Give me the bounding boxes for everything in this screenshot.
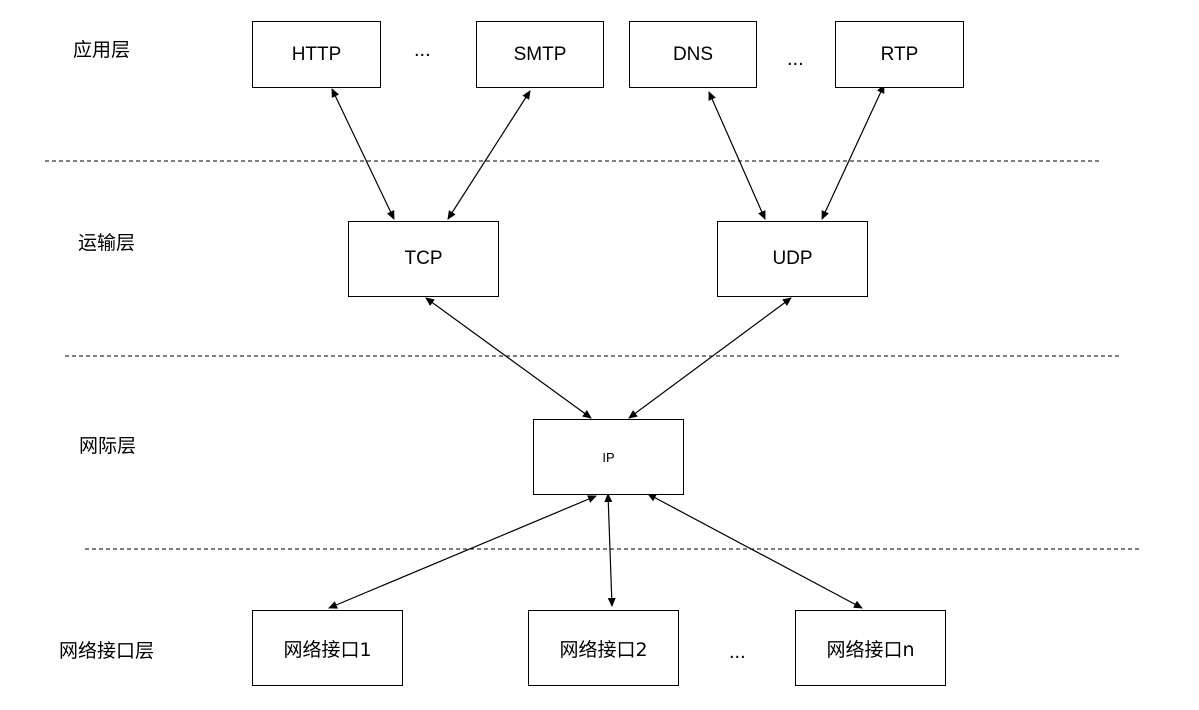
node-rtp: RTP	[835, 21, 964, 88]
node-udp: UDP	[717, 221, 868, 297]
node-smtp: SMTP	[476, 21, 604, 88]
arrow-http-tcp	[331, 88, 395, 220]
arrow-ip-if2	[604, 493, 616, 607]
layer-label-network-interface: 网络接口层	[59, 640, 155, 662]
arrow-ip-if1	[328, 495, 597, 609]
layer-label-internet: 网际层	[79, 435, 137, 457]
node-network-interface-1: 网络接口1	[252, 610, 403, 686]
ellipsis-application-1: ...	[414, 39, 431, 61]
node-dns: DNS	[629, 21, 757, 88]
node-network-interface-n: 网络接口n	[795, 610, 946, 686]
layer-label-application: 应用层	[73, 39, 131, 61]
node-network-interface-2: 网络接口2	[528, 610, 679, 686]
arrow-smtp-tcp	[447, 90, 531, 220]
node-ip: IP	[533, 419, 684, 495]
ellipsis-application-2: ...	[787, 48, 804, 70]
arrow-udp-ip	[628, 297, 792, 419]
ellipsis-network-interface: ...	[729, 641, 746, 663]
node-tcp: TCP	[348, 221, 499, 297]
arrow-dns-udp	[708, 91, 766, 220]
layer-label-transport: 运输层	[78, 232, 136, 254]
arrow-tcp-ip	[425, 297, 592, 419]
arrow-rtp-udp	[821, 84, 885, 220]
node-http: HTTP	[252, 21, 381, 88]
arrow-ip-ifn	[647, 493, 863, 609]
